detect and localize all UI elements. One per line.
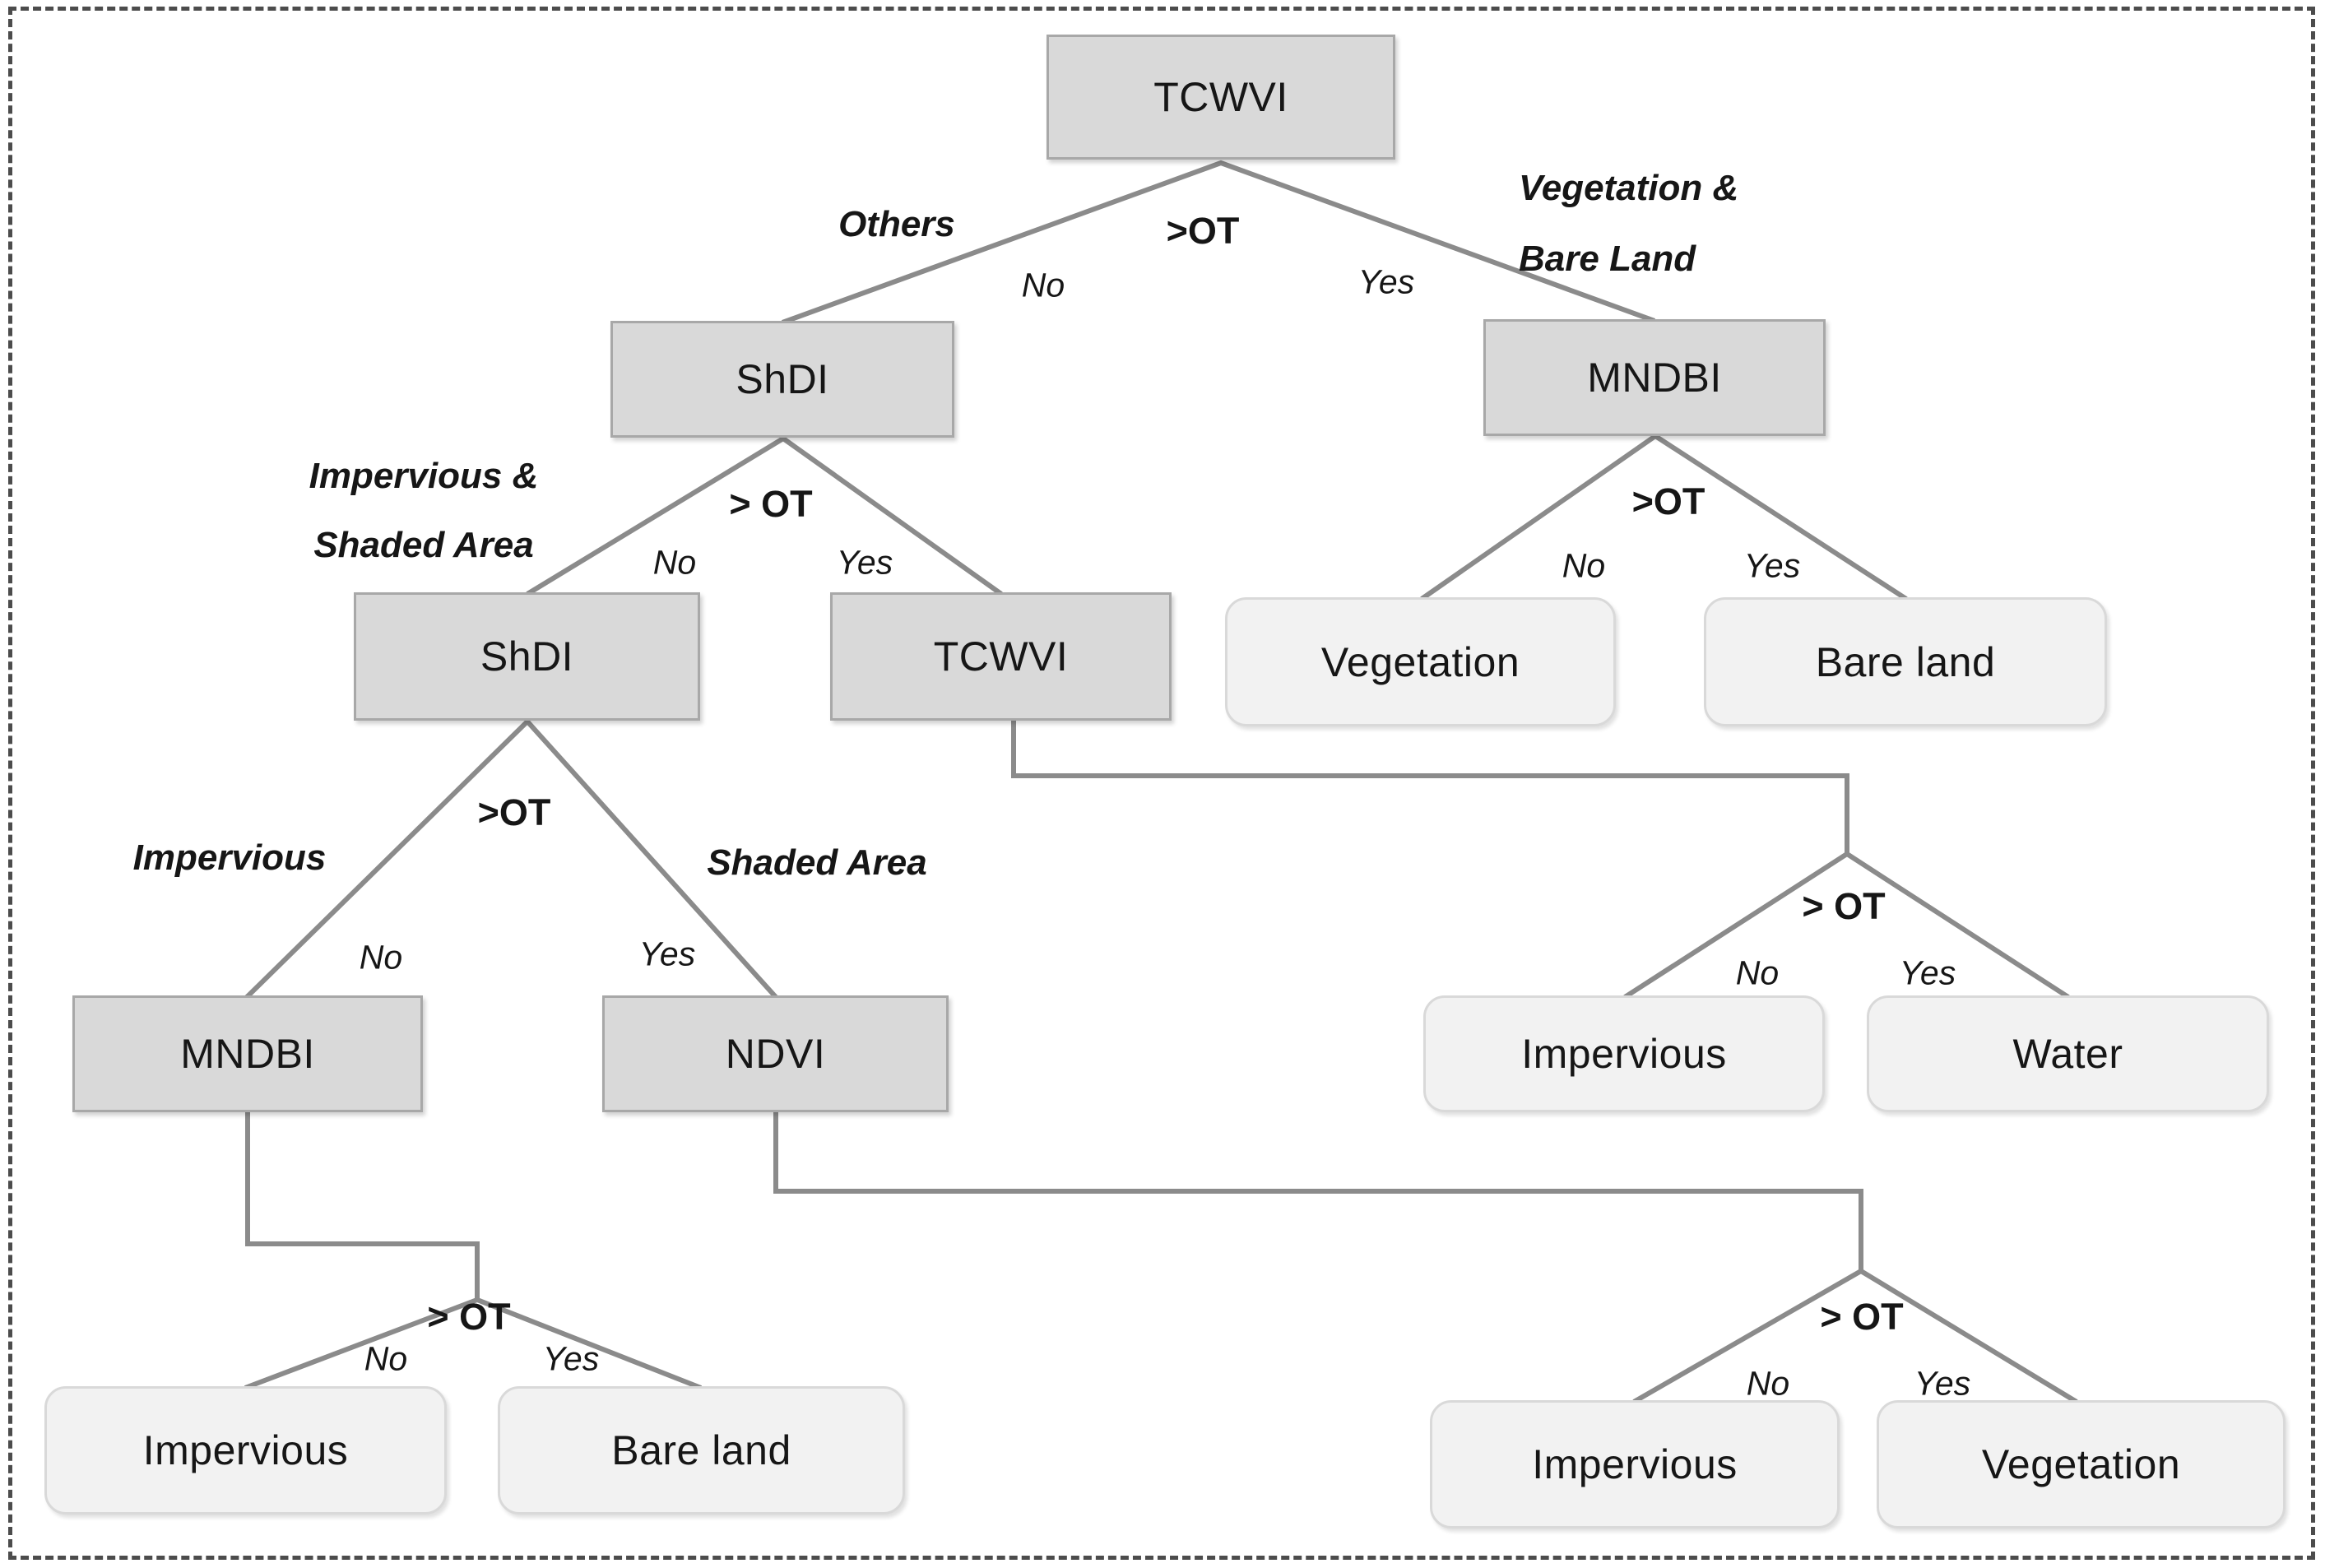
annotation-shaded-area: Shaded Area [707, 842, 927, 883]
leaf-vegetation-right: Vegetation [1225, 597, 1616, 726]
annotation-impervious-shaded-area: Impervious & Shaded Area [255, 442, 592, 580]
mndbi2-threshold-label: >OT [1631, 480, 1705, 522]
ndvi-threshold-label: > OT [1820, 1296, 1904, 1338]
leaf-vegetation-bottom-right: Vegetation [1877, 1400, 2286, 1529]
edge-shdi3-split [244, 717, 778, 1000]
mndbi2-yes-label: Yes [1743, 546, 1801, 585]
shdi3-no-label: No [359, 938, 403, 977]
node-ndvi-level4: NDVI [602, 995, 949, 1112]
mndbi2-no-label: No [1562, 546, 1606, 585]
leaf-impervious-bottom-right: Impervious [1430, 1400, 1840, 1529]
root-threshold-label: >OT [1166, 210, 1240, 252]
node-tcwvi-root: TCWVI [1046, 35, 1395, 160]
edge-mndbi2-split [1420, 433, 1908, 601]
tcwvi3-yes-label: Yes [1899, 953, 1956, 992]
mndbi4-threshold-label: > OT [427, 1296, 511, 1338]
tcwvi3-threshold-label: > OT [1802, 885, 1886, 927]
root-no-label: No [1021, 266, 1065, 304]
node-shdi-level2: ShDI [610, 321, 954, 438]
tcwvi3-no-label: No [1735, 953, 1780, 992]
node-shdi-level3: ShDI [354, 592, 700, 721]
edge-ndvi-elbow [773, 1111, 1863, 1271]
annotation-impervious-shaded-line1: Impervious & [309, 456, 539, 496]
leaf-water: Water [1867, 995, 2269, 1112]
leaf-impervious-bottom-left: Impervious [44, 1386, 447, 1515]
edge-mndbi4-split [244, 1297, 703, 1390]
shdi3-threshold-label: >OT [477, 791, 551, 833]
mndbi4-yes-label: Yes [542, 1339, 600, 1378]
annotation-vegetation-bare-land-line2: Bare Land [1519, 239, 1696, 279]
annotation-others: Others [838, 204, 955, 244]
node-mndbi-level4: MNDBI [72, 995, 423, 1112]
leaf-bareland-right: Bare land [1704, 597, 2107, 726]
leaf-bareland-bottom-left: Bare land [498, 1386, 905, 1515]
shdi2-threshold-label: > OT [729, 483, 813, 525]
ndvi-yes-label: Yes [1914, 1364, 1971, 1403]
edge-root-split [781, 160, 1656, 325]
leaf-impervious-mid: Impervious [1423, 995, 1825, 1112]
shdi3-yes-label: Yes [638, 935, 696, 973]
ndvi-no-label: No [1746, 1364, 1790, 1403]
shdi2-no-label: No [652, 543, 697, 582]
edge-tcwvi3-split [1623, 851, 2070, 1000]
mndbi4-no-label: No [364, 1339, 408, 1378]
edge-ndvi-split [1632, 1268, 2078, 1404]
annotation-impervious: Impervious [132, 837, 327, 878]
edge-mndbi4-elbow [245, 1111, 480, 1300]
shdi2-yes-label: Yes [836, 543, 893, 582]
node-tcwvi-level3: TCWVI [830, 592, 1172, 721]
edge-shdi2-split [526, 435, 1003, 596]
root-yes-label: Yes [1357, 262, 1415, 301]
annotation-vegetation-bare-land: Vegetation & Bare Land [1519, 153, 1738, 295]
node-mndbi-level2: MNDBI [1483, 319, 1826, 436]
annotation-vegetation-bare-land-line1: Vegetation & [1519, 168, 1739, 208]
annotation-impervious-shaded-line2: Shaded Area [313, 525, 534, 565]
edge-tcwvi3-elbow [1011, 721, 1849, 854]
